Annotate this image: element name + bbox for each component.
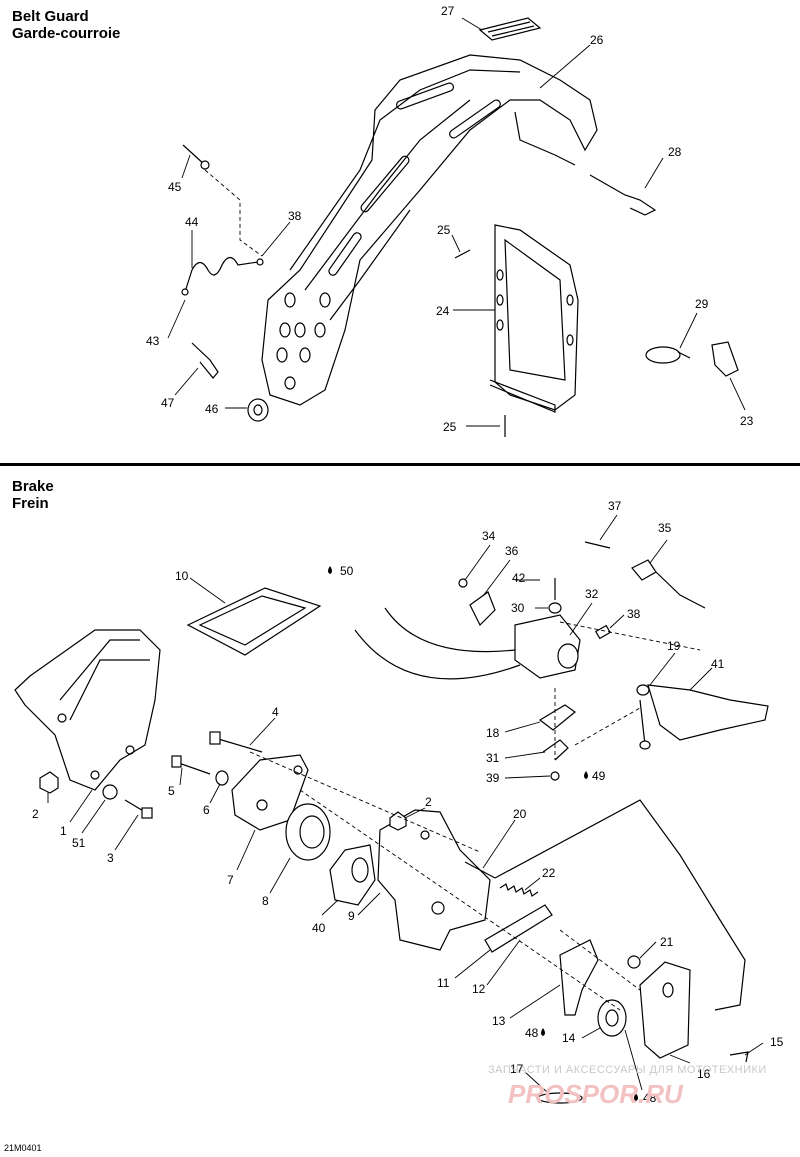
section-divider [0,463,800,466]
lubricant-drop-icons [328,566,638,1101]
belt-guard-labels: 27 26 28 45 44 38 25 24 29 43 47 46 25 2… [146,4,754,434]
part-label: 26 [590,33,604,47]
brake-labels: 37 34 36 35 10 50 42 30 32 38 19 41 4 18… [32,499,784,1105]
part-label: 25 [437,223,451,237]
part-label: 28 [668,145,682,159]
part-label: 44 [185,215,199,229]
part-label: 22 [542,866,556,880]
drop-icon [541,1028,545,1036]
part-label: 38 [627,607,641,621]
part-label: 7 [227,873,234,887]
part-label: 2 [32,807,39,821]
part-label: 9 [348,909,355,923]
belt-guard-leaders [167,17,746,427]
part-label: 38 [288,209,302,223]
part-label: 34 [482,529,496,543]
part-label: 16 [697,1067,711,1081]
brake-drawing [14,541,769,1104]
drop-icon [634,1093,638,1101]
part-label: 49 [592,769,606,783]
part-label: 10 [175,569,189,583]
part-label: 18 [486,726,500,740]
part-label: 37 [608,499,622,513]
part-label: 43 [146,334,160,348]
part-label: 23 [740,414,754,428]
watermark-line1: ЗАПЧАСТИ И АКСЕССУАРЫ ДЛЯ МОТОТЕХНИКИ [488,1064,767,1076]
part-label: 5 [168,784,175,798]
part-label: 21 [660,935,674,949]
part-label: 48 [525,1026,539,1040]
figure-code: 21M0401 [4,1143,42,1153]
part-label: 46 [205,402,219,416]
drop-icon [584,771,588,779]
belt-guard-title: Belt Guard Garde-courroie [12,8,120,42]
brake-title-en: Brake [12,478,54,495]
drop-icon [328,566,332,574]
brake-leaders [47,514,764,1094]
part-label: 2 [425,795,432,809]
watermark-line2: PROSPOR.RU [508,1079,684,1109]
watermark: ЗАПЧАСТИ И АКСЕССУАРЫ ДЛЯ МОТОТЕХНИКИ PR… [488,1064,767,1109]
part-label: 29 [695,297,709,311]
part-label: 42 [512,571,526,585]
belt-guard-title-fr: Garde-courroie [12,25,121,42]
part-label: 25 [443,420,457,434]
part-label: 31 [486,751,500,765]
part-label: 14 [562,1031,576,1045]
part-label: 32 [585,587,599,601]
part-label: 20 [513,807,527,821]
belt-guard-drawing [181,17,739,437]
part-label: 4 [272,705,279,719]
part-label: 1 [60,824,67,838]
part-label: 27 [441,4,455,18]
part-label: 36 [505,544,519,558]
part-label: 35 [658,521,672,535]
part-label: 11 [437,976,450,990]
part-label: 39 [486,771,500,785]
part-label: 8 [262,894,269,908]
part-label: 19 [667,639,681,653]
part-label: 47 [161,396,175,410]
brake-title: Brake Frein [12,478,54,512]
belt-guard-title-en: Belt Guard [12,8,89,25]
brake-title-fr: Frein [12,495,49,512]
part-label: 50 [340,564,354,578]
part-label: 6 [203,803,210,817]
part-label: 15 [770,1035,784,1049]
part-label: 13 [492,1014,506,1028]
part-label: 40 [312,921,326,935]
part-label: 45 [168,180,182,194]
part-label: 3 [107,851,114,865]
part-label: 12 [472,982,486,996]
part-label: 48 [643,1091,657,1105]
part-label: 41 [711,657,725,671]
part-label: 30 [511,601,525,615]
part-label: 51 [72,836,86,850]
part-label: 24 [436,304,450,318]
part-label: 17 [510,1062,524,1076]
